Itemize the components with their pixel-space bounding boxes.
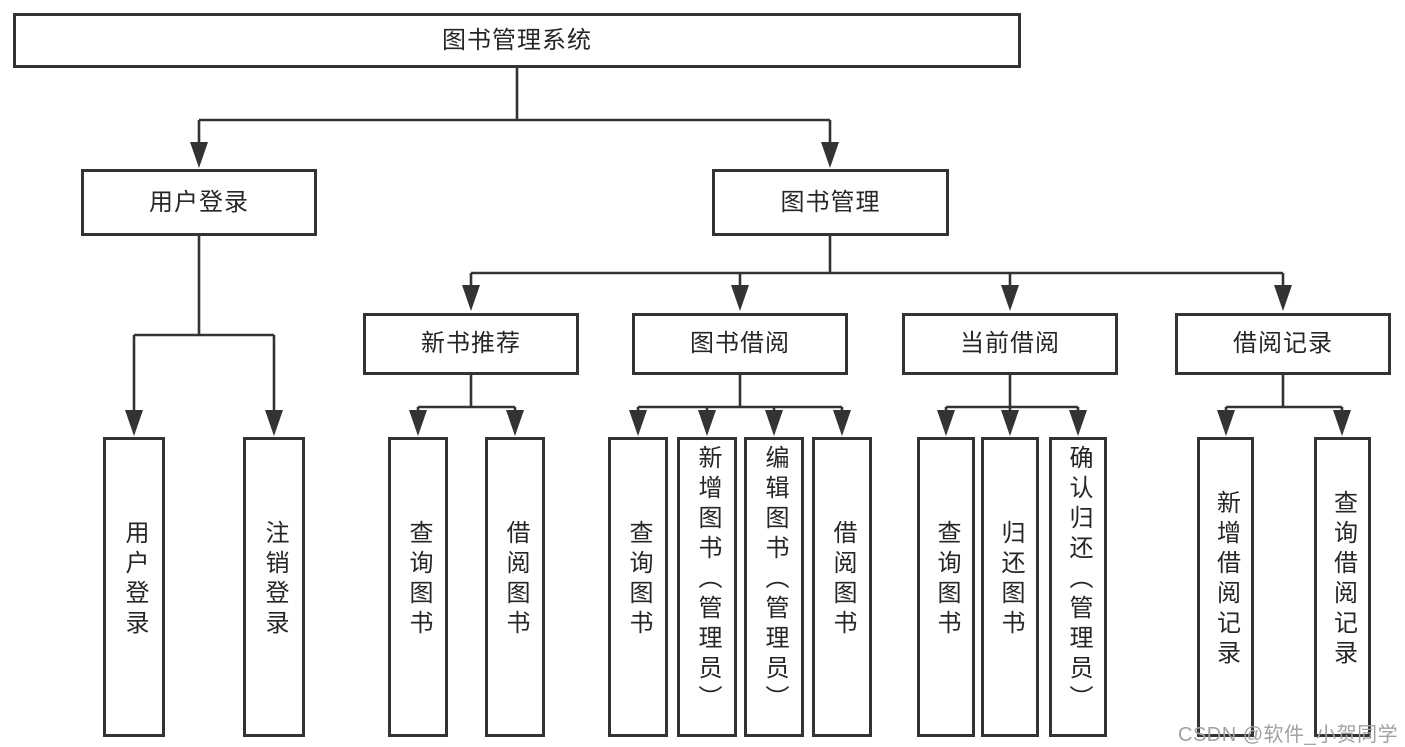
node-label: 用户登录	[149, 188, 249, 216]
arrow-down-icon	[1069, 410, 1087, 436]
arrow-down-icon	[1217, 410, 1235, 436]
connector-line	[197, 68, 832, 144]
node-new-book-recommend: 新书推荐	[363, 313, 579, 375]
node-label: 借阅图书	[829, 520, 856, 640]
node-label: 归还图书	[997, 520, 1024, 640]
node-query-books: 查询图书	[917, 437, 975, 737]
node-user-login: 用户登录	[81, 169, 317, 236]
watermark: CSDN @软件_小贺同学	[1178, 724, 1399, 746]
arrow-down-icon	[462, 285, 480, 311]
node-user-login-action: 用户登录	[103, 437, 165, 737]
connector-new-book-recommend	[409, 375, 524, 436]
connector-book-borrowing	[629, 375, 851, 436]
node-label: 用户登录	[121, 520, 148, 640]
node-query-books: 查询图书	[388, 437, 448, 737]
connector-line	[132, 236, 276, 412]
node-confirm-return-admin: 确认归还（管理员）	[1049, 437, 1107, 737]
node-return-books: 归还图书	[981, 437, 1039, 737]
node-edit-books-admin: 编辑图书（管理员）	[744, 437, 804, 737]
node-label: 编辑图书（管理员）	[761, 445, 788, 715]
connector-user-login	[125, 236, 283, 436]
connector-line	[416, 375, 517, 412]
arrow-down-icon	[765, 410, 783, 436]
node-label: 查询图书	[405, 520, 432, 640]
node-query-books: 查询图书	[608, 437, 668, 737]
node-borrow-books: 借阅图书	[812, 437, 872, 737]
node-label: 图书管理系统	[442, 26, 592, 54]
arrow-down-icon	[506, 410, 524, 436]
connector-line	[469, 236, 1285, 286]
arrow-down-icon	[629, 410, 647, 436]
connector-current-borrowing	[937, 375, 1087, 436]
node-label: 查询图书	[933, 520, 960, 640]
node-library-system: 图书管理系统	[13, 13, 1021, 68]
node-logout: 注销登录	[243, 437, 305, 737]
connector-borrowing-records	[1217, 375, 1351, 436]
arrow-down-icon	[1001, 410, 1019, 436]
connector-line	[944, 375, 1080, 412]
arrow-down-icon	[1333, 410, 1351, 436]
connector-book-management	[462, 236, 1292, 311]
arrow-down-icon	[698, 410, 716, 436]
node-label: 新增图书（管理员）	[694, 445, 721, 715]
node-book-borrowing: 图书借阅	[632, 313, 848, 375]
arrow-down-icon	[125, 410, 143, 436]
arrow-down-icon	[821, 142, 839, 168]
node-label: 确认归还（管理员）	[1065, 445, 1092, 715]
node-add-borrow-record: 新增借阅记录	[1197, 437, 1254, 737]
arrow-down-icon	[731, 285, 749, 311]
node-label: 查询借阅记录	[1329, 490, 1357, 670]
node-add-books-admin: 新增图书（管理员）	[677, 437, 737, 737]
arrow-down-icon	[265, 410, 283, 436]
node-label: 借阅图书	[502, 520, 529, 640]
arrow-down-icon	[1001, 285, 1019, 311]
arrow-down-icon	[1274, 285, 1292, 311]
node-borrow-books: 借阅图书	[485, 437, 545, 737]
node-current-borrowing: 当前借阅	[902, 313, 1118, 375]
node-label: 图书管理	[780, 188, 881, 216]
arrow-down-icon	[409, 410, 427, 436]
node-label: 图书借阅	[690, 330, 790, 357]
node-label: 借阅记录	[1233, 330, 1333, 357]
node-borrowing-records: 借阅记录	[1175, 313, 1391, 375]
connector-line	[636, 375, 844, 412]
node-book-management: 图书管理	[712, 169, 949, 236]
node-label: 当前借阅	[960, 330, 1060, 357]
node-label: 新书推荐	[421, 330, 521, 357]
node-label: 注销登录	[261, 520, 288, 640]
arrow-down-icon	[833, 410, 851, 436]
node-label: 查询图书	[625, 520, 652, 640]
arrow-down-icon	[190, 142, 208, 168]
node-label: 新增借阅记录	[1212, 490, 1240, 670]
connector-root	[190, 68, 839, 168]
node-query-borrow-record: 查询借阅记录	[1314, 437, 1371, 737]
connector-line	[1224, 375, 1344, 412]
arrow-down-icon	[937, 410, 955, 436]
